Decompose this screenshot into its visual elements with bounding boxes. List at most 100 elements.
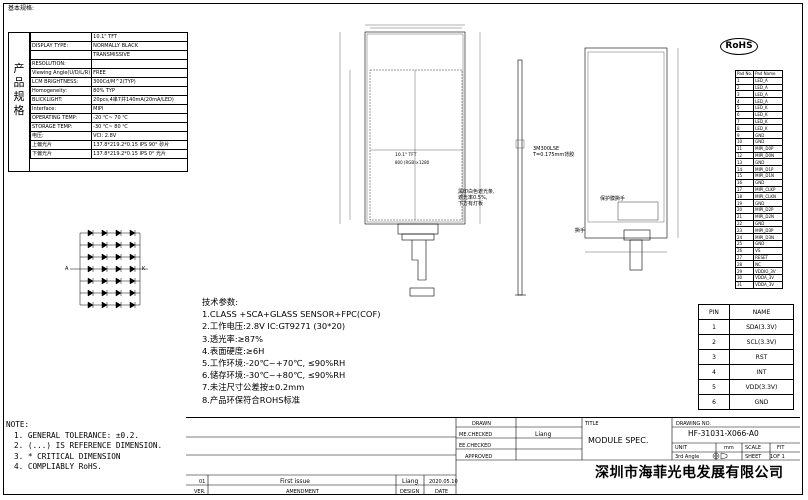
pin-name: INT: [729, 364, 794, 380]
spec-value: [91, 59, 188, 69]
led-diode-icon: [87, 277, 94, 285]
spec-row: TRANSMISSIVE: [29, 50, 188, 60]
pad-no: 2: [734, 83, 755, 92]
note-item: 3. * CRITICAL DIMENSION: [14, 451, 121, 461]
pad-name: MIPI_D0N: [753, 151, 783, 160]
projection-symbol-icon: [712, 452, 728, 460]
spec-value: -20 ℃~ 70 ℃: [91, 113, 188, 123]
pin-name: GND: [729, 394, 794, 410]
pad-no: 15: [734, 171, 755, 180]
pad-no: 9: [734, 131, 755, 139]
led-diode-icon: [115, 241, 122, 249]
pad-no: 11: [734, 144, 755, 153]
note-item: 2. (...) IS REFERENCE DIMENSION.: [14, 441, 163, 450]
pad-name: MIPI_CLKN: [753, 192, 783, 201]
led-diode-icon: [115, 265, 122, 273]
pad-name: VDDIO_3V: [753, 267, 783, 275]
pad-no: 8: [734, 124, 755, 133]
led-diode-icon: [129, 229, 136, 237]
pad-no: 12: [734, 151, 755, 160]
pin-no: 3: [698, 349, 730, 365]
fpc-bonding: [397, 223, 439, 235]
spec-row: OPERATING TEMP:-20 ℃~ 70 ℃: [29, 113, 188, 123]
led-diode-icon: [129, 253, 136, 261]
me-checked-label: ME.CHECKED: [459, 432, 493, 438]
tech-params: 技术参数: 1.CLASS +SCA+GLASS SENSOR+FPC(COF)…: [202, 296, 380, 406]
pad-name: MIPI_D0P: [753, 144, 783, 153]
spec-row: LCM BRIGHTNESS:300Cd/M^2(TYP): [29, 77, 188, 87]
anode-label: A: [65, 266, 69, 272]
led-diode-icon: [87, 229, 94, 237]
spec-value: VCI: 2.8V: [91, 131, 188, 141]
spec-label: 电压:: [29, 131, 93, 141]
tech-title: 技术参数:: [202, 297, 238, 307]
pad-name: VDDA_3V: [753, 280, 783, 289]
cover-note-3: 下方有灯板: [458, 201, 484, 207]
pad-header-name: Pad Name: [753, 70, 783, 78]
tech-item: 5.工作环境:-20℃~+70℃, ≤90%RH: [202, 358, 346, 369]
pad-no: 19: [734, 199, 755, 207]
spec-row: Homogeneity:80% TYP: [29, 86, 188, 96]
pad-name: MIPI_D2P: [753, 205, 783, 214]
pad-no: 3: [734, 90, 755, 99]
title-block-grid: [186, 417, 800, 495]
pad-name: GND: [753, 131, 783, 139]
spec-label: LCM BRIGHTNESS:: [29, 77, 93, 87]
spec-side-cell: [8, 32, 30, 172]
sheet-value: 1OF 1: [770, 454, 785, 460]
pad-no: 1: [734, 76, 755, 85]
pad-name: LED_K: [753, 110, 783, 119]
tech-item: 7.未注尺寸公差按±0.2mm: [202, 382, 305, 393]
pad-no: 16: [734, 178, 755, 187]
tech-item: 6.储存环境:-30℃~+80℃, ≤90%RH: [202, 370, 346, 381]
title-label: TITLE: [585, 421, 599, 427]
spec-value: 137.8*219.2*0.15 IPS 90° 砂片: [91, 140, 188, 150]
company-name: 深圳市海菲光电发展有限公司: [595, 465, 784, 481]
rev-date: 2020.05.10: [429, 479, 458, 485]
spec-side-char: 品: [13, 76, 25, 89]
spec-side-label: 产品规格: [12, 62, 26, 118]
pad-no: 23: [734, 226, 755, 235]
module-spec: MODULE SPEC.: [588, 436, 649, 445]
sheet-label: SHEET: [745, 454, 762, 460]
cover-note-2: 遮光率0.5%,: [458, 195, 488, 201]
pad-no: 7: [734, 117, 755, 126]
pad-no: 24: [734, 233, 755, 241]
pad-name: MIPI_D2N: [753, 212, 783, 221]
pad-no: 17: [734, 185, 755, 194]
pad-no: 30: [734, 273, 755, 282]
checker-name: Liang: [535, 431, 552, 438]
pad-no: 14: [734, 165, 755, 173]
pin-no: 5: [698, 379, 730, 395]
rear-panel-outline: [584, 47, 668, 239]
pad-name: LED_K: [753, 103, 783, 112]
pad-name: GND: [753, 219, 783, 228]
spec-label: [29, 32, 93, 42]
pad-no: 5: [734, 103, 755, 112]
led-diode-icon: [115, 301, 122, 309]
led-diode-icon: [115, 229, 122, 237]
pin-no: 1: [698, 319, 730, 335]
pad-name: MIPI_D3P: [753, 226, 783, 235]
led-diode-icon: [101, 229, 108, 237]
pad-name: LED_A: [753, 83, 783, 92]
